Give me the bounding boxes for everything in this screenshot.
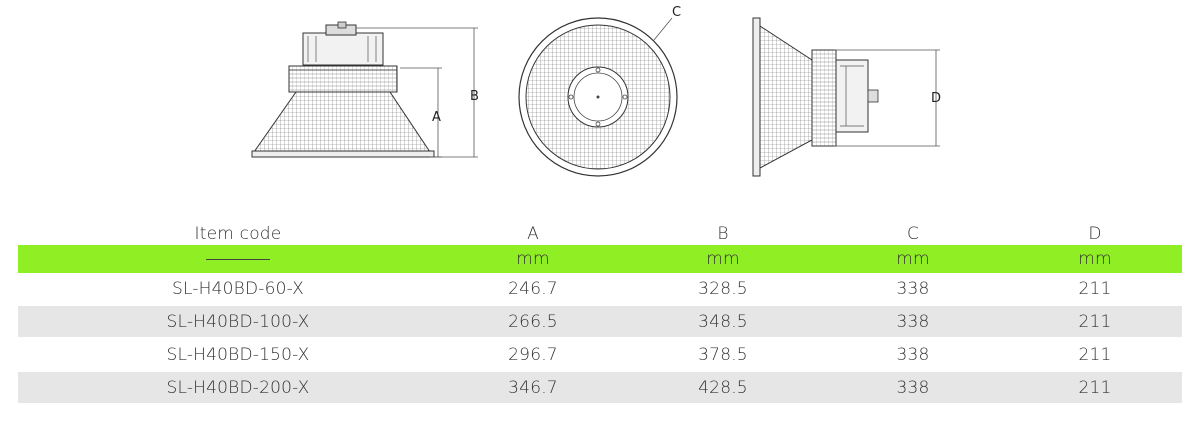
table-row: SL-H40BD-100-X 266.5 348.5 338 211 [18,306,1182,337]
header-b: B [717,224,729,244]
unit-row: mm mm mm mm [18,245,1182,273]
header-d: D [1088,224,1102,244]
b-cell: 428.5 [628,372,818,403]
a-cell: 346.7 [438,372,628,403]
b-cell: 328.5 [698,278,748,299]
technical-drawings: A B C D [251,5,941,177]
c-cell: 338 [818,306,1008,337]
d-cell: 211 [1078,344,1112,365]
unit-placeholder-line [206,258,270,260]
side-view-drawing [752,17,940,177]
d-cell: 211 [1008,306,1182,337]
header-item-code: Item code [194,224,282,244]
unit-d: mm [1008,245,1182,273]
item-code-cell: SL-H40BD-60-X [171,278,305,299]
b-cell: 348.5 [628,306,818,337]
front-view-drawing [251,21,478,158]
header-row: Item code A B C D [18,218,1182,245]
unit-b: mm [628,245,818,273]
table-row: SL-H40BD-60-X 246.7 328.5 338 211 [18,273,1182,304]
c-cell: 338 [896,278,930,299]
d-cell: 211 [1078,278,1112,299]
item-code-cell: SL-H40BD-150-X [166,344,310,365]
table-row: SL-H40BD-150-X 296.7 378.5 338 211 [18,339,1182,370]
header-a: A [527,224,539,244]
table-row: SL-H40BD-200-X 346.7 428.5 338 211 [18,372,1182,403]
unit-a: mm [438,245,628,273]
spec-table: Item code A B C D mm mm mm mm SL-H40BD-6… [18,218,1182,403]
a-cell: 246.7 [508,278,558,299]
bottom-view-drawing [518,17,678,177]
dimension-label-a: A [432,110,441,125]
a-cell: 296.7 [508,344,558,365]
item-code-cell: SL-H40BD-200-X [18,372,438,403]
unit-placeholder [18,245,438,273]
dimension-label-b: B [470,89,479,104]
a-cell: 266.5 [438,306,628,337]
header-c: C [906,224,920,244]
d-cell: 211 [1008,372,1182,403]
dimension-label-d: D [931,91,941,106]
b-cell: 378.5 [698,344,748,365]
c-cell: 338 [896,344,930,365]
c-cell: 338 [818,372,1008,403]
unit-c: mm [818,245,1008,273]
item-code-cell: SL-H40BD-100-X [18,306,438,337]
dimension-label-c: C [672,5,681,20]
